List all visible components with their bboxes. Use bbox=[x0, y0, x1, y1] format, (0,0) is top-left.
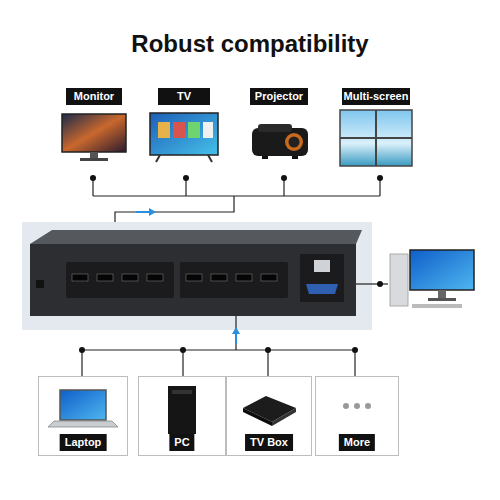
pc-image bbox=[390, 250, 474, 308]
display-label: TV bbox=[158, 88, 210, 106]
device-label: TV Box bbox=[245, 434, 293, 451]
device-label: More bbox=[339, 434, 375, 451]
flow-arrow bbox=[136, 208, 156, 216]
device-label: Monitor bbox=[66, 88, 122, 105]
projector-image bbox=[252, 124, 308, 159]
more-dots bbox=[343, 403, 371, 409]
pc-tower-image bbox=[168, 386, 196, 434]
device-label: Multi-screen bbox=[342, 88, 410, 105]
tv-box-image bbox=[243, 396, 296, 426]
display-label: Projector bbox=[250, 88, 308, 106]
source-box: Laptop bbox=[38, 376, 128, 456]
laptop-image bbox=[48, 390, 118, 427]
source-box: TV Box bbox=[226, 376, 312, 456]
tv-image bbox=[150, 113, 218, 162]
device-label: Laptop bbox=[60, 434, 107, 451]
input-wires bbox=[82, 316, 355, 376]
diagram-title: Robust compatibility bbox=[0, 30, 500, 58]
matrix-switcher bbox=[30, 230, 362, 316]
device-label: PC bbox=[169, 434, 194, 451]
device-label: Projector bbox=[250, 88, 308, 105]
device-label: TV bbox=[158, 88, 210, 105]
source-box: More bbox=[315, 376, 399, 456]
display-label: Monitor bbox=[66, 88, 122, 106]
source-box: PC bbox=[138, 376, 226, 456]
monitor-image bbox=[62, 114, 126, 161]
multi-screen-image bbox=[340, 110, 412, 166]
display-label: Multi-screen bbox=[342, 88, 410, 106]
wire-dots bbox=[79, 347, 358, 353]
wire-dots bbox=[90, 175, 383, 181]
flow-arrow bbox=[232, 327, 240, 344]
device-backdrop bbox=[22, 222, 372, 330]
control-wire bbox=[356, 281, 388, 287]
